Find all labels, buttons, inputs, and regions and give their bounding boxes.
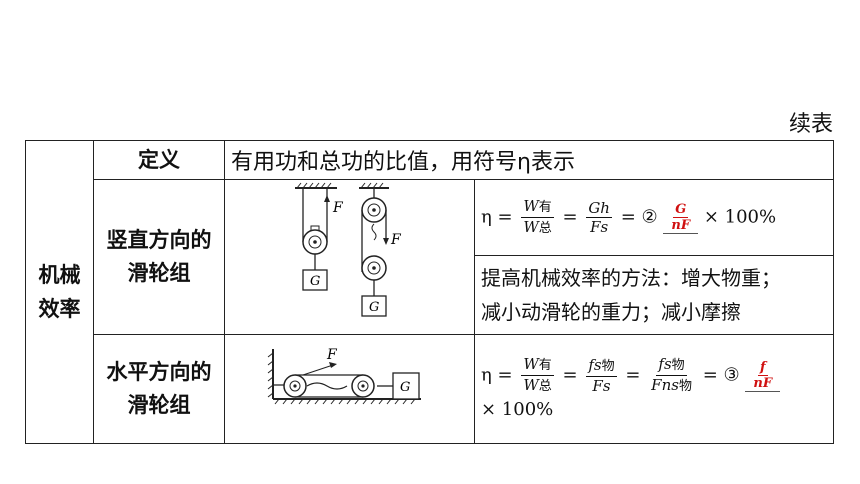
category-cell: 机械 效率 (25, 140, 94, 444)
continued-label: 续表 (788, 112, 833, 137)
definition-label: 定义 (93, 140, 225, 180)
definition-text: 有用功和总功的比值，用符号η表示 (224, 140, 834, 180)
vertical-pulley-diagram-cell: F G F (224, 179, 475, 335)
vertical-label-line-2: 滑轮组 (127, 261, 191, 285)
h-percent-tail: × 100% (481, 398, 554, 420)
fraction-w-ratio: W有 W总 (521, 197, 554, 237)
vertical-force-label-2: F (390, 232, 402, 248)
vertical-row-2: 提高机械效率的方法：增大物重； 减小动滑轮的重力；减小摩擦 (26, 255, 834, 335)
horizontal-label-line-1: 水平方向的 (106, 360, 212, 384)
horizontal-force-label: F (326, 347, 338, 363)
definition-row: 机械 效率 定义 有用功和总功的比值，用符号η表示 (25, 140, 834, 444)
horizontal-label: 水平方向的 滑轮组 (93, 334, 225, 444)
blank-number-3: ③ (723, 364, 740, 385)
vertical-label-line-1: 竖直方向的 (106, 228, 212, 252)
h-fraction-w-ratio: W有 W总 (521, 354, 554, 394)
method-line-2: 减小动滑轮的重力；减小摩擦 (481, 300, 741, 325)
blank-number-2: ② (641, 206, 658, 228)
efficiency-table: 机械 效率 定义 有用功和总功的比值，用符号η表示 竖直方向的 滑轮组 (25, 140, 834, 444)
category-line-1: 机械 (38, 263, 81, 287)
category-line-2: 效率 (38, 297, 81, 321)
improve-method: 提高机械效率的方法：增大物重； 减小动滑轮的重力；减小摩擦 (474, 255, 834, 335)
vertical-row-1: 竖直方向的 滑轮组 F (26, 178, 834, 335)
vertical-pulley-diagram: F G F (295, 182, 402, 317)
vertical-weight-label-2: G (369, 300, 379, 315)
answer-fraction-f-nf: f nF (753, 359, 773, 391)
h-fraction-fs-Fns: fs物 Fns物 (651, 354, 692, 394)
horizontal-pulley-diagram-cell: F G (224, 334, 475, 444)
h-fraction-fs-Fs: fs物 Fs (586, 355, 617, 395)
horizontal-formula: η = W有 W总 = fs物 Fs = fs物 Fns物 = ③ f (474, 334, 834, 444)
horizontal-weight-label: G (400, 380, 410, 395)
horizontal-pulley-diagram: F G (267, 347, 421, 405)
answer-fraction-g-nf: G nF (671, 202, 691, 234)
method-line-1: 提高机械效率的方法：增大物重； (481, 266, 781, 291)
horizontal-row: 水平方向的 滑轮组 (26, 334, 834, 444)
vertical-formula: η = W有 W总 = Gh Fs = ② G nF × 100% (474, 178, 834, 257)
vertical-weight-label-1: G (310, 274, 320, 289)
vertical-label: 竖直方向的 滑轮组 (93, 179, 225, 335)
percent-tail: × 100% (703, 206, 777, 228)
eta-symbol: η = (481, 206, 513, 228)
fraction-gh-fs: Gh Fs (586, 199, 612, 237)
horizontal-label-line-2: 滑轮组 (127, 393, 191, 417)
vertical-force-label: F (332, 200, 344, 216)
